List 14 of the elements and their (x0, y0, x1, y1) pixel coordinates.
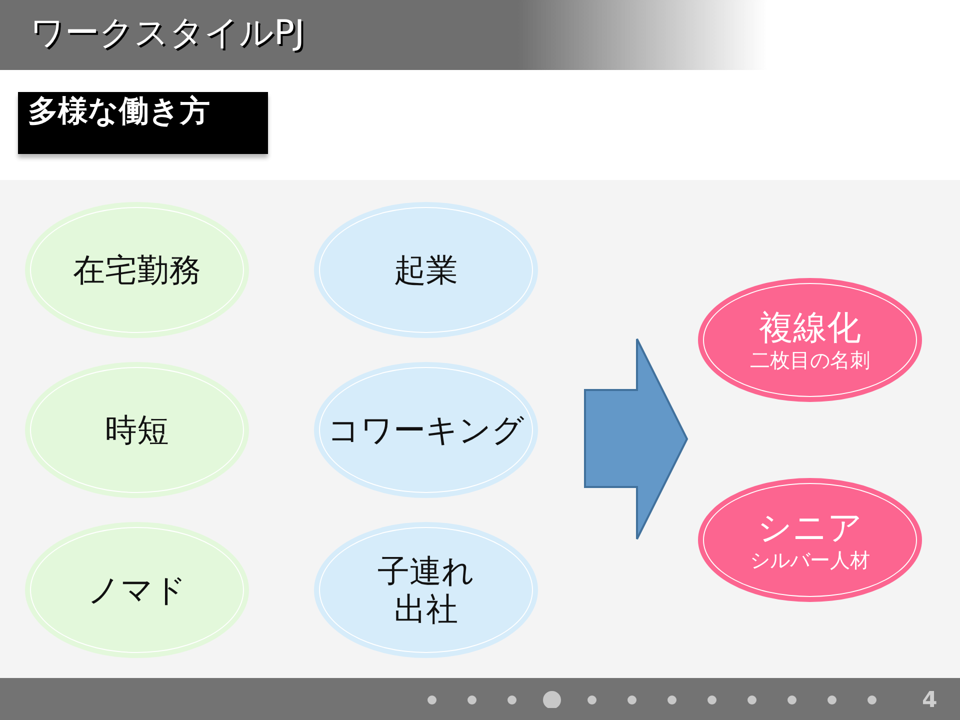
section-heading: 多様な働き方 (18, 92, 268, 154)
node-title: 在宅勤務 (73, 250, 201, 290)
node-title: 時短 (105, 410, 169, 450)
node-title: 複線化 (759, 308, 861, 348)
block-arrow (584, 338, 688, 540)
node-subtitle: 二枚目の名刺 (750, 348, 870, 372)
node-title: シニア (758, 508, 862, 548)
node-title: コワーキング (328, 410, 524, 450)
page-number: 4 (922, 687, 938, 715)
node-title: 起業 (394, 250, 458, 290)
node-subtitle: シルバー人材 (750, 548, 870, 572)
node-title: 子連れ出社 (376, 552, 476, 628)
slide-title: ワークスタイルPJ (30, 12, 305, 54)
node-title: ノマド (88, 570, 186, 610)
